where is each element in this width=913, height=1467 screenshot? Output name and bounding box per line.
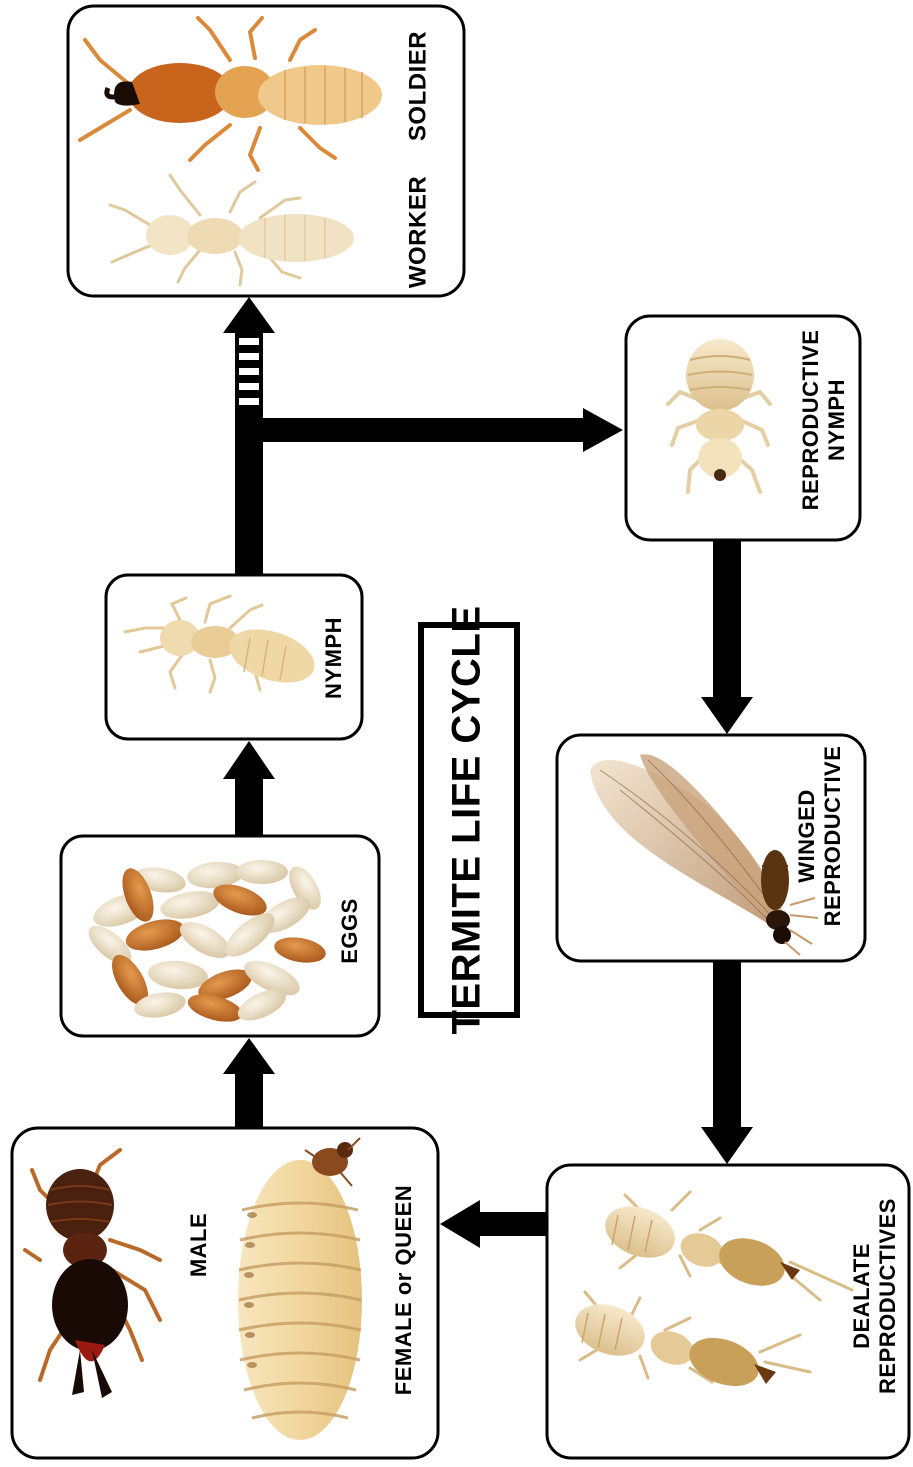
stage-male-female: MALE FEMALE or QUEEN bbox=[12, 1128, 438, 1458]
arrowhead-to-eggs bbox=[223, 1038, 275, 1074]
stage-winged-reproductive: WINGED REPRODUCTIVE bbox=[557, 735, 865, 961]
arrowhead-to-dealate bbox=[701, 1127, 753, 1164]
dealate-label-line2: REPRODUCTIVES bbox=[875, 1198, 900, 1394]
worker-label: WORKER bbox=[404, 176, 431, 288]
eggs-label: EGGS bbox=[337, 898, 362, 964]
arrow-to-queen bbox=[477, 1212, 547, 1236]
arrowhead-to-workers bbox=[223, 297, 275, 333]
title-box: TERMITE LIFE CYCLE bbox=[421, 606, 517, 1035]
arrowhead-to-nymph bbox=[223, 741, 275, 779]
female-queen-label: FEMALE or QUEEN bbox=[391, 1185, 416, 1395]
arrowhead-to-repro-nymph bbox=[583, 408, 623, 452]
stage-reproductive-nymph: REPRODUCTIVE NYMPH bbox=[626, 316, 860, 540]
male-label: MALE bbox=[186, 1213, 211, 1277]
arrow-to-repro-nymph bbox=[235, 418, 587, 442]
dealate-label-line1: DEALATE bbox=[849, 1243, 874, 1349]
nymph-label: NYMPH bbox=[321, 617, 346, 699]
arrow-queen-to-eggs bbox=[235, 1072, 263, 1128]
stage-nymph: NYMPH bbox=[106, 575, 362, 739]
reproductive-nymph-label-line2: NYMPH bbox=[824, 379, 849, 461]
diagram-title: TERMITE LIFE CYCLE bbox=[445, 606, 489, 1035]
winged-reproductive-label-line1: WINGED bbox=[794, 789, 819, 882]
stage-workers-soldiers: SOLDIER WORKER bbox=[68, 6, 464, 296]
arrow-to-winged bbox=[713, 540, 741, 700]
reproductive-nymph-label-line1: REPRODUCTIVE bbox=[798, 330, 823, 511]
soldier-label: SOLDIER bbox=[404, 31, 431, 141]
winged-reproductive-label-line2: REPRODUCTIVE bbox=[820, 746, 845, 927]
arrow-eggs-to-nymph bbox=[235, 777, 263, 835]
arrowhead-to-winged bbox=[701, 697, 753, 734]
arrowhead-to-queen bbox=[440, 1200, 480, 1248]
stage-dealate-reproductives: DEALATE REPRODUCTIVES bbox=[547, 1165, 909, 1458]
arrow-to-dealate bbox=[713, 962, 741, 1130]
stage-eggs: EGGS bbox=[61, 836, 379, 1036]
